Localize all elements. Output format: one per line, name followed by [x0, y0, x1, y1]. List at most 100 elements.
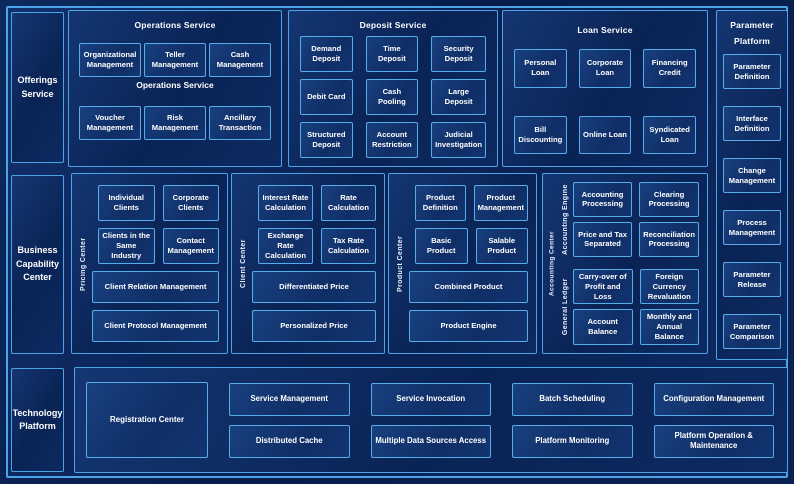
panel-loan-service: Loan Service Personal Loan Corporate Loa…	[502, 10, 708, 167]
node-large-deposit: Large Deposit	[431, 79, 486, 115]
node-registration-center: Registration Center	[86, 382, 208, 458]
node-accounting-processing: Accounting Processing	[573, 182, 633, 217]
sidebar-business-capability-center: Business Capability Center	[11, 175, 64, 354]
pricing-row-2: Clients in the Same Industry Contact Man…	[91, 228, 219, 264]
node-personalized-price: Personalized Price	[252, 310, 376, 342]
client-row-1: Interest Rate Calculation Rate Calculati…	[251, 185, 376, 221]
panel-client-center: Client Center Interest Rate Calculation …	[231, 173, 385, 354]
pricing-row-1: Individual Clients Corporate Clients	[91, 185, 219, 221]
loan-service-title: Loan Service	[577, 25, 633, 35]
node-distributed-cache: Distributed Cache	[229, 424, 350, 458]
business-capability-center-label: Business Capability Center	[16, 245, 60, 283]
node-interface-definition: Interface Definition	[723, 106, 781, 142]
node-teller-management: Teller Management	[144, 43, 206, 77]
node-bill-discounting: Bill Discounting	[514, 115, 567, 154]
node-change-management: Change Management	[723, 158, 781, 194]
node-salable-product: Salable Product	[475, 228, 528, 264]
parameter-stack: Parameter Definition Interface Definitio…	[723, 54, 781, 350]
parameter-platform-title: Parameter Platform	[730, 20, 774, 47]
offerings-service-label: Offerings Service	[17, 75, 58, 99]
panel-product-center: Product Center Product Definition Produc…	[388, 173, 537, 354]
node-tax-rate-calculation: Tax Rate Calculation	[321, 228, 376, 264]
node-rate-calculation: Rate Calculation	[321, 185, 376, 221]
node-debit-card: Debit Card	[300, 79, 353, 115]
node-organizational-management: Organizational Management	[79, 43, 141, 77]
operations-row-1: Organizational Management Teller Managem…	[69, 43, 281, 77]
general-ledger-label: General Ledger	[562, 278, 569, 336]
client-center-content: Interest Rate Calculation Rate Calculati…	[251, 185, 376, 343]
node-service-invocation: Service Invocation	[370, 382, 491, 416]
node-ancillary-transaction: Ancillary Transaction	[209, 106, 271, 140]
panel-deposit-service: Deposit Service Demand Deposit Time Depo…	[288, 10, 498, 167]
node-contact-management: Contact Management	[162, 228, 219, 264]
client-center-label: Client Center	[240, 239, 247, 289]
operations-service-mid-label: Operations Service	[136, 80, 214, 90]
pricing-center-content: Individual Clients Corporate Clients Cli…	[91, 185, 219, 343]
node-clients-same-industry: Clients in the Same Industry	[98, 228, 155, 264]
accounting-center-label: Accounting Center	[548, 231, 556, 296]
node-configuration-management: Configuration Management	[653, 382, 774, 416]
group-accounting-engine: Accounting Engine Accounting Processing …	[558, 182, 699, 257]
node-cash-pooling: Cash Pooling	[365, 79, 419, 115]
technology-platform-label: Technology Platform	[12, 407, 63, 432]
panel-operations-service: Operations Service Organizational Manage…	[68, 10, 282, 167]
accounting-engine-grid: Accounting Processing Clearing Processin…	[573, 182, 699, 257]
node-monthly-annual-balance: Monthly and Annual Balance	[639, 309, 699, 345]
node-interest-rate-calculation: Interest Rate Calculation	[258, 185, 313, 221]
node-process-management: Process Management	[723, 210, 781, 246]
node-parameter-definition: Parameter Definition	[723, 54, 781, 90]
node-parameter-release: Parameter Release	[723, 262, 781, 298]
node-product-engine: Product Engine	[409, 310, 528, 342]
node-foreign-currency-revaluation: Foreign Currency Revaluation	[639, 268, 699, 305]
node-corporate-clients: Corporate Clients	[162, 185, 219, 221]
accounting-engine-label: Accounting Engine	[562, 184, 569, 255]
operations-row-2: Voucher Management Risk Management Ancil…	[69, 106, 281, 140]
node-voucher-management: Voucher Management	[79, 106, 141, 140]
product-center-content: Product Definition Product Management Ba…	[408, 185, 528, 343]
group-general-ledger: General Ledger Carry-over of Profit and …	[558, 268, 699, 345]
node-multiple-data-sources-access: Multiple Data Sources Access	[370, 424, 491, 458]
node-structured-deposit: Structured Deposit	[300, 122, 353, 158]
node-differentiated-price: Differentiated Price	[252, 271, 376, 303]
node-financing-credit: Financing Credit	[643, 49, 696, 88]
general-ledger-grid: Carry-over of Profit and Loss Foreign Cu…	[573, 268, 699, 345]
node-basic-product: Basic Product	[415, 228, 468, 264]
panel-technology-platform-content: Registration Center Service Management S…	[74, 367, 788, 473]
technology-grid: Service Management Service Invocation Ba…	[229, 382, 774, 458]
node-reconciliation-processing: Reconciliation Processing	[639, 221, 699, 257]
node-carry-over-profit-loss: Carry-over of Profit and Loss	[573, 268, 633, 305]
node-account-restriction: Account Restriction	[365, 122, 419, 158]
node-product-definition: Product Definition	[415, 185, 466, 221]
node-online-loan: Online Loan	[578, 115, 632, 154]
node-combined-product: Combined Product	[409, 271, 528, 303]
operations-service-title: Operations Service	[134, 20, 216, 30]
node-personal-loan: Personal Loan	[514, 49, 567, 88]
sidebar-offerings-service: Offerings Service	[11, 12, 64, 163]
panel-pricing-center: Pricing Center Individual Clients Corpor…	[71, 173, 228, 354]
node-cash-management: Cash Management	[209, 43, 271, 77]
node-product-management: Product Management	[473, 185, 528, 221]
product-center-label: Product Center	[397, 235, 404, 293]
node-client-protocol-management: Client Protocol Management	[92, 310, 219, 342]
pricing-center-label: Pricing Center	[80, 237, 87, 291]
panel-accounting-center: Accounting Center Accounting Engine Acco…	[542, 173, 708, 354]
node-corporate-loan: Corporate Loan	[578, 49, 632, 88]
node-price-and-tax-separated: Price and Tax Separated	[573, 221, 633, 257]
node-syndicated-loan: Syndicated Loan	[643, 115, 696, 154]
deposit-service-title: Deposit Service	[359, 20, 427, 30]
node-parameter-comparison: Parameter Comparison	[723, 314, 781, 350]
node-client-relation-management: Client Relation Management	[92, 271, 219, 303]
node-time-deposit: Time Deposit	[365, 36, 419, 72]
node-account-balance: Account Balance	[573, 309, 633, 345]
node-clearing-processing: Clearing Processing	[639, 182, 699, 217]
node-individual-clients: Individual Clients	[98, 185, 155, 221]
product-row-2: Basic Product Salable Product	[408, 228, 528, 264]
loan-grid: Personal Loan Corporate Loan Financing C…	[503, 35, 707, 166]
client-row-2: Exchange Rate Calculation Tax Rate Calcu…	[251, 228, 376, 264]
node-platform-monitoring: Platform Monitoring	[512, 424, 633, 458]
node-security-deposit: Security Deposit	[431, 36, 486, 72]
product-row-1: Product Definition Product Management	[408, 185, 528, 221]
accounting-center-content: Accounting Engine Accounting Processing …	[558, 182, 699, 345]
node-judicial-investigation: Judicial Investigation	[431, 122, 486, 158]
sidebar-technology-platform: Technology Platform	[11, 368, 64, 472]
